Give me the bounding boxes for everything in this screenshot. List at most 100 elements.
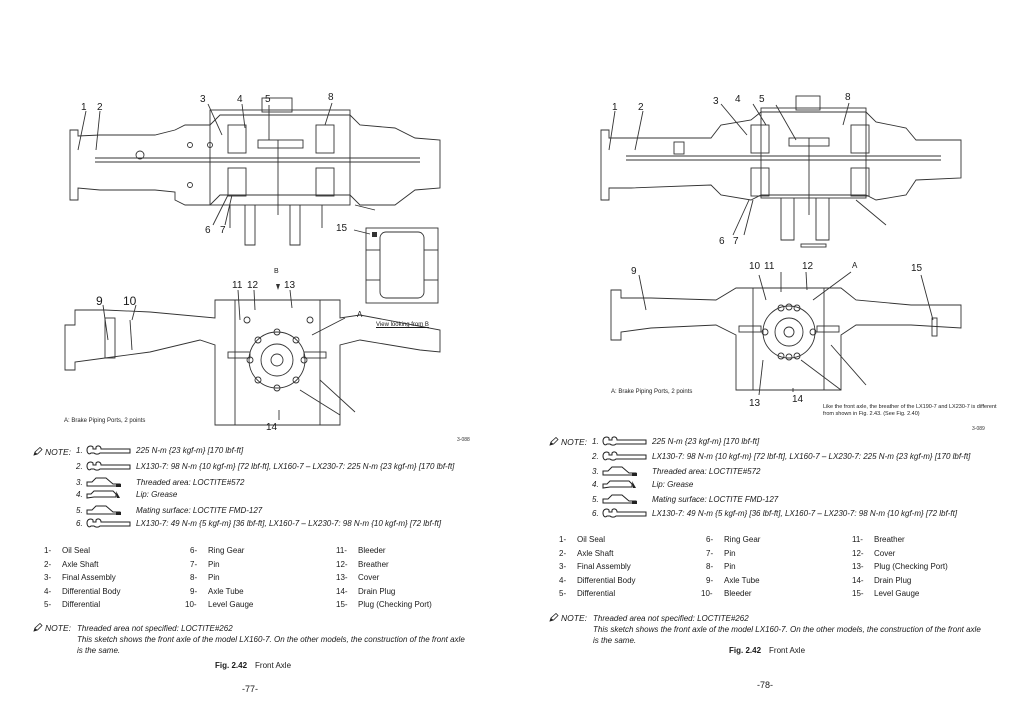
part-name: Drain Plug — [874, 575, 912, 585]
part-name: Oil Seal — [62, 546, 91, 555]
note-text: 225 N-m {23 kgf-m} [170 lbf-ft] — [652, 437, 760, 446]
part-number: 13- — [336, 573, 348, 582]
part-item: 2- Axle Shaft — [44, 558, 121, 572]
part-number: 3- — [559, 562, 567, 571]
part-number: 8- — [190, 573, 198, 582]
part-item: 10-Level Gauge — [185, 598, 253, 612]
figure-code: 3-088 — [457, 437, 470, 443]
part-item: 5-Differential — [559, 587, 636, 601]
part-name: Oil Seal — [577, 535, 606, 544]
part-item: 12- Breather — [336, 558, 432, 572]
part-name: Drain Plug — [358, 586, 396, 596]
part-name: Level Gauge — [208, 600, 254, 609]
figure-title: Front Axle — [255, 661, 292, 670]
figure-number: Fig. 2.42 — [215, 661, 248, 670]
part-name: Axle Shaft — [62, 559, 99, 569]
callout-13: 13 — [284, 280, 296, 291]
part-number: 12- — [336, 559, 348, 569]
part-number: 5- — [559, 589, 567, 598]
callout-a: A — [357, 310, 363, 319]
callout-15: 15 — [336, 223, 348, 234]
note-text: 225 N-m {23 kgf-m} [170 lbf-ft] — [136, 446, 244, 455]
callout-12: 12 — [247, 280, 259, 291]
pencil-icon — [549, 613, 559, 622]
part-number: 2- — [44, 559, 52, 569]
note-number: 6. — [592, 509, 599, 518]
callout-3: 3 — [713, 96, 719, 107]
grease-icon — [86, 490, 120, 499]
part-number: 4- — [559, 575, 567, 585]
part-name: Differential Body — [62, 586, 121, 596]
callout-7: 7 — [220, 225, 226, 236]
part-item: 10- Bleeder — [701, 587, 760, 601]
part-item: 6-Ring Gear — [190, 544, 253, 558]
loctite-icon — [86, 477, 121, 487]
callout-7: 7 — [733, 236, 739, 247]
part-item: 1-Oil Seal — [559, 533, 636, 547]
note-label-text: NOTE: — [561, 437, 587, 447]
note-text: Mating surface: LOCTITE FMD-127 — [652, 495, 779, 504]
wrench-icon — [602, 451, 647, 461]
part-number: 14- — [852, 575, 864, 585]
loctite-icon — [86, 505, 121, 515]
callout-4: 4 — [735, 94, 741, 105]
part-item: 11-Bleeder — [336, 544, 432, 558]
part-name: Plug (Checking Port) — [874, 562, 948, 571]
part-item: 5- Differential — [44, 598, 121, 612]
part-name: Breather — [358, 559, 389, 569]
callout-12: 12 — [802, 261, 814, 272]
part-number: 7- — [706, 548, 714, 558]
figure-code: 3-089 — [972, 426, 985, 432]
note-text: LX130-7: 49 N-m {5 kgf-m} [36 lbf-ft], L… — [136, 519, 442, 528]
torque-note: 6. LX130-7: 49 N-m {5 kgf-m} [36 lbf-ft],… — [76, 518, 441, 529]
part-name: Axle Tube — [724, 575, 760, 585]
note-label: NOTE: — [33, 447, 71, 457]
manual-page-78: 1 2 3 4 5 8 6 7 9 10 11 12 13 14 15 A A:… — [511, 0, 1022, 724]
part-name: Plug (Checking Port) — [358, 600, 432, 609]
callout-11: 11 — [764, 261, 775, 272]
loctite-icon — [602, 466, 637, 476]
part-number: 11- — [336, 546, 347, 555]
rear-axle-diagram — [600, 95, 962, 396]
grease-icon — [602, 480, 636, 489]
note-number: 2. — [592, 452, 599, 461]
bottom-note-line1: Threaded area not specified: LOCTITE#262 — [77, 624, 233, 633]
page-number: -77- — [242, 684, 259, 694]
note-number: 6. — [76, 519, 83, 528]
wrench-icon — [86, 445, 131, 455]
part-number: 5- — [44, 600, 52, 609]
part-number: 11- — [852, 535, 863, 544]
front-axle-diagram — [64, 97, 441, 426]
torque-note: 5.Mating surface: LOCTITE FMD-127 — [592, 494, 778, 505]
part-number: 6- — [190, 546, 198, 555]
part-name: Axle Shaft — [577, 548, 614, 558]
torque-note: 3.Threaded area: LOCTITE#572 — [76, 477, 245, 488]
part-number: 6- — [706, 535, 714, 544]
note-number: 4. — [592, 480, 599, 489]
view-arrow-b: B — [274, 268, 279, 275]
callout-8: 8 — [328, 92, 334, 103]
part-name: Bleeder — [724, 589, 752, 598]
callout-15: 15 — [911, 263, 923, 274]
part-name: Differential — [62, 600, 101, 609]
part-name: Cover — [874, 548, 896, 558]
bottom-note-label-text: NOTE: — [45, 623, 71, 633]
pencil-icon — [549, 437, 559, 446]
part-item: 9-Axle Tube — [190, 585, 253, 599]
callout-10: 10 — [749, 261, 761, 272]
note-text: LX130-7: 98 N-m {10 kgf-m} [72 lbf-ft], … — [136, 462, 455, 471]
bottom-note-line1: Threaded area not specified: LOCTITE#262 — [593, 614, 749, 623]
callout-1: 1 — [81, 102, 87, 113]
callout-3: 3 — [200, 94, 206, 105]
part-number: 10- — [701, 589, 713, 598]
brake-port-caption: A: Brake Piping Ports, 2 points — [611, 389, 693, 395]
part-name: Axle Tube — [208, 586, 244, 596]
bottom-note-line2: This sketch shows the front axle of the … — [77, 635, 465, 655]
callout-14: 14 — [792, 394, 804, 405]
callout-2: 2 — [638, 102, 644, 113]
note-text: LX130-7: 49 N-m {5 kgf-m} [36 lbf-ft], L… — [652, 509, 958, 518]
note-text: Mating surface: LOCTITE FMD-127 — [136, 506, 263, 515]
note-text: LX130-7: 98 N-m {10 kgf-m} [72 lbf-ft], … — [652, 452, 971, 461]
callout-9: 9 — [96, 294, 103, 308]
note-number: 1. — [592, 437, 599, 446]
